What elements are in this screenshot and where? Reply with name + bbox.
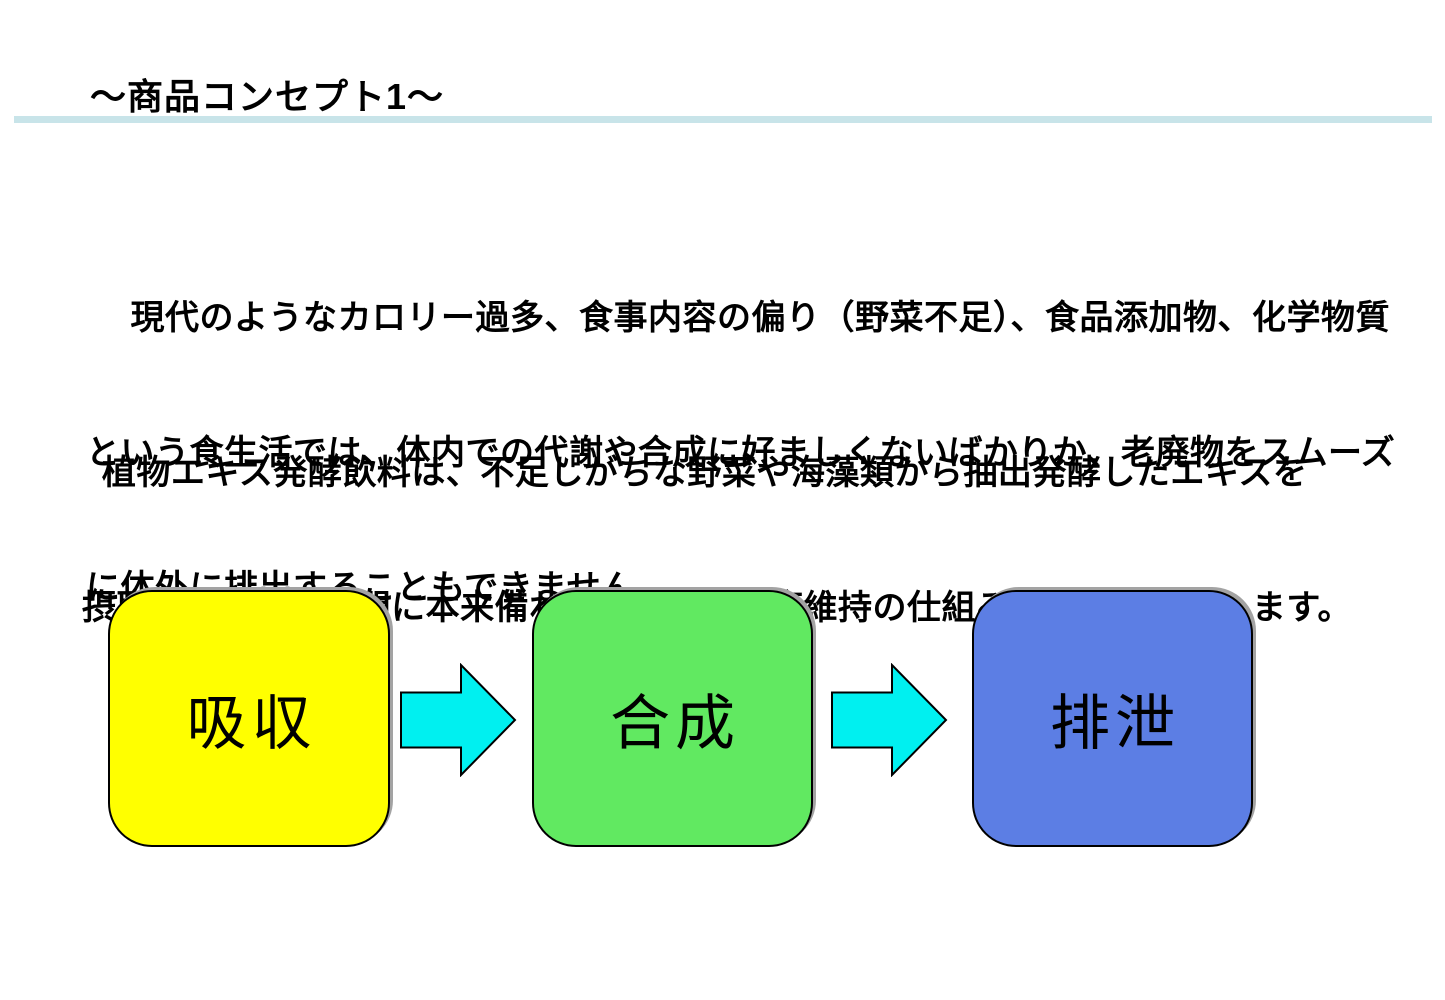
step-label-excretion: 排泄	[1050, 690, 1180, 757]
concept-paragraph-1: 現代のようなカロリー過多、食事内容の偏り（野菜不足）、食品添加物、化学物質 とい…	[86, 206, 1395, 701]
paragraph-line: という食生活では、体内での代謝や合成に好ましくないばかりか、老廃物をスムーズ	[86, 434, 1396, 472]
arrow-right-shape	[400, 663, 517, 777]
paragraph-line: 植物エキス発酵飲料は、不足しがちな野菜や海藻類から抽出発酵したエキスを	[82, 454, 1308, 492]
step-label-absorption: 吸収	[186, 690, 317, 757]
step-box-excretion: 排泄	[972, 590, 1253, 847]
step-box-synthesis: 合成	[532, 590, 813, 847]
step-label-synthesis: 合成	[610, 690, 740, 757]
arrow-right-shape	[831, 663, 948, 777]
arrow-right-icon	[831, 663, 948, 777]
paragraph-line: 現代のようなカロリー過多、食事内容の偏り（野菜不足）、食品添加物、化学物質	[86, 299, 1390, 337]
title-divider	[14, 116, 1432, 123]
page-title: 〜商品コンセプト1〜	[90, 76, 445, 117]
step-box-absorption: 吸収	[108, 590, 390, 847]
arrow-right-icon	[400, 663, 517, 777]
